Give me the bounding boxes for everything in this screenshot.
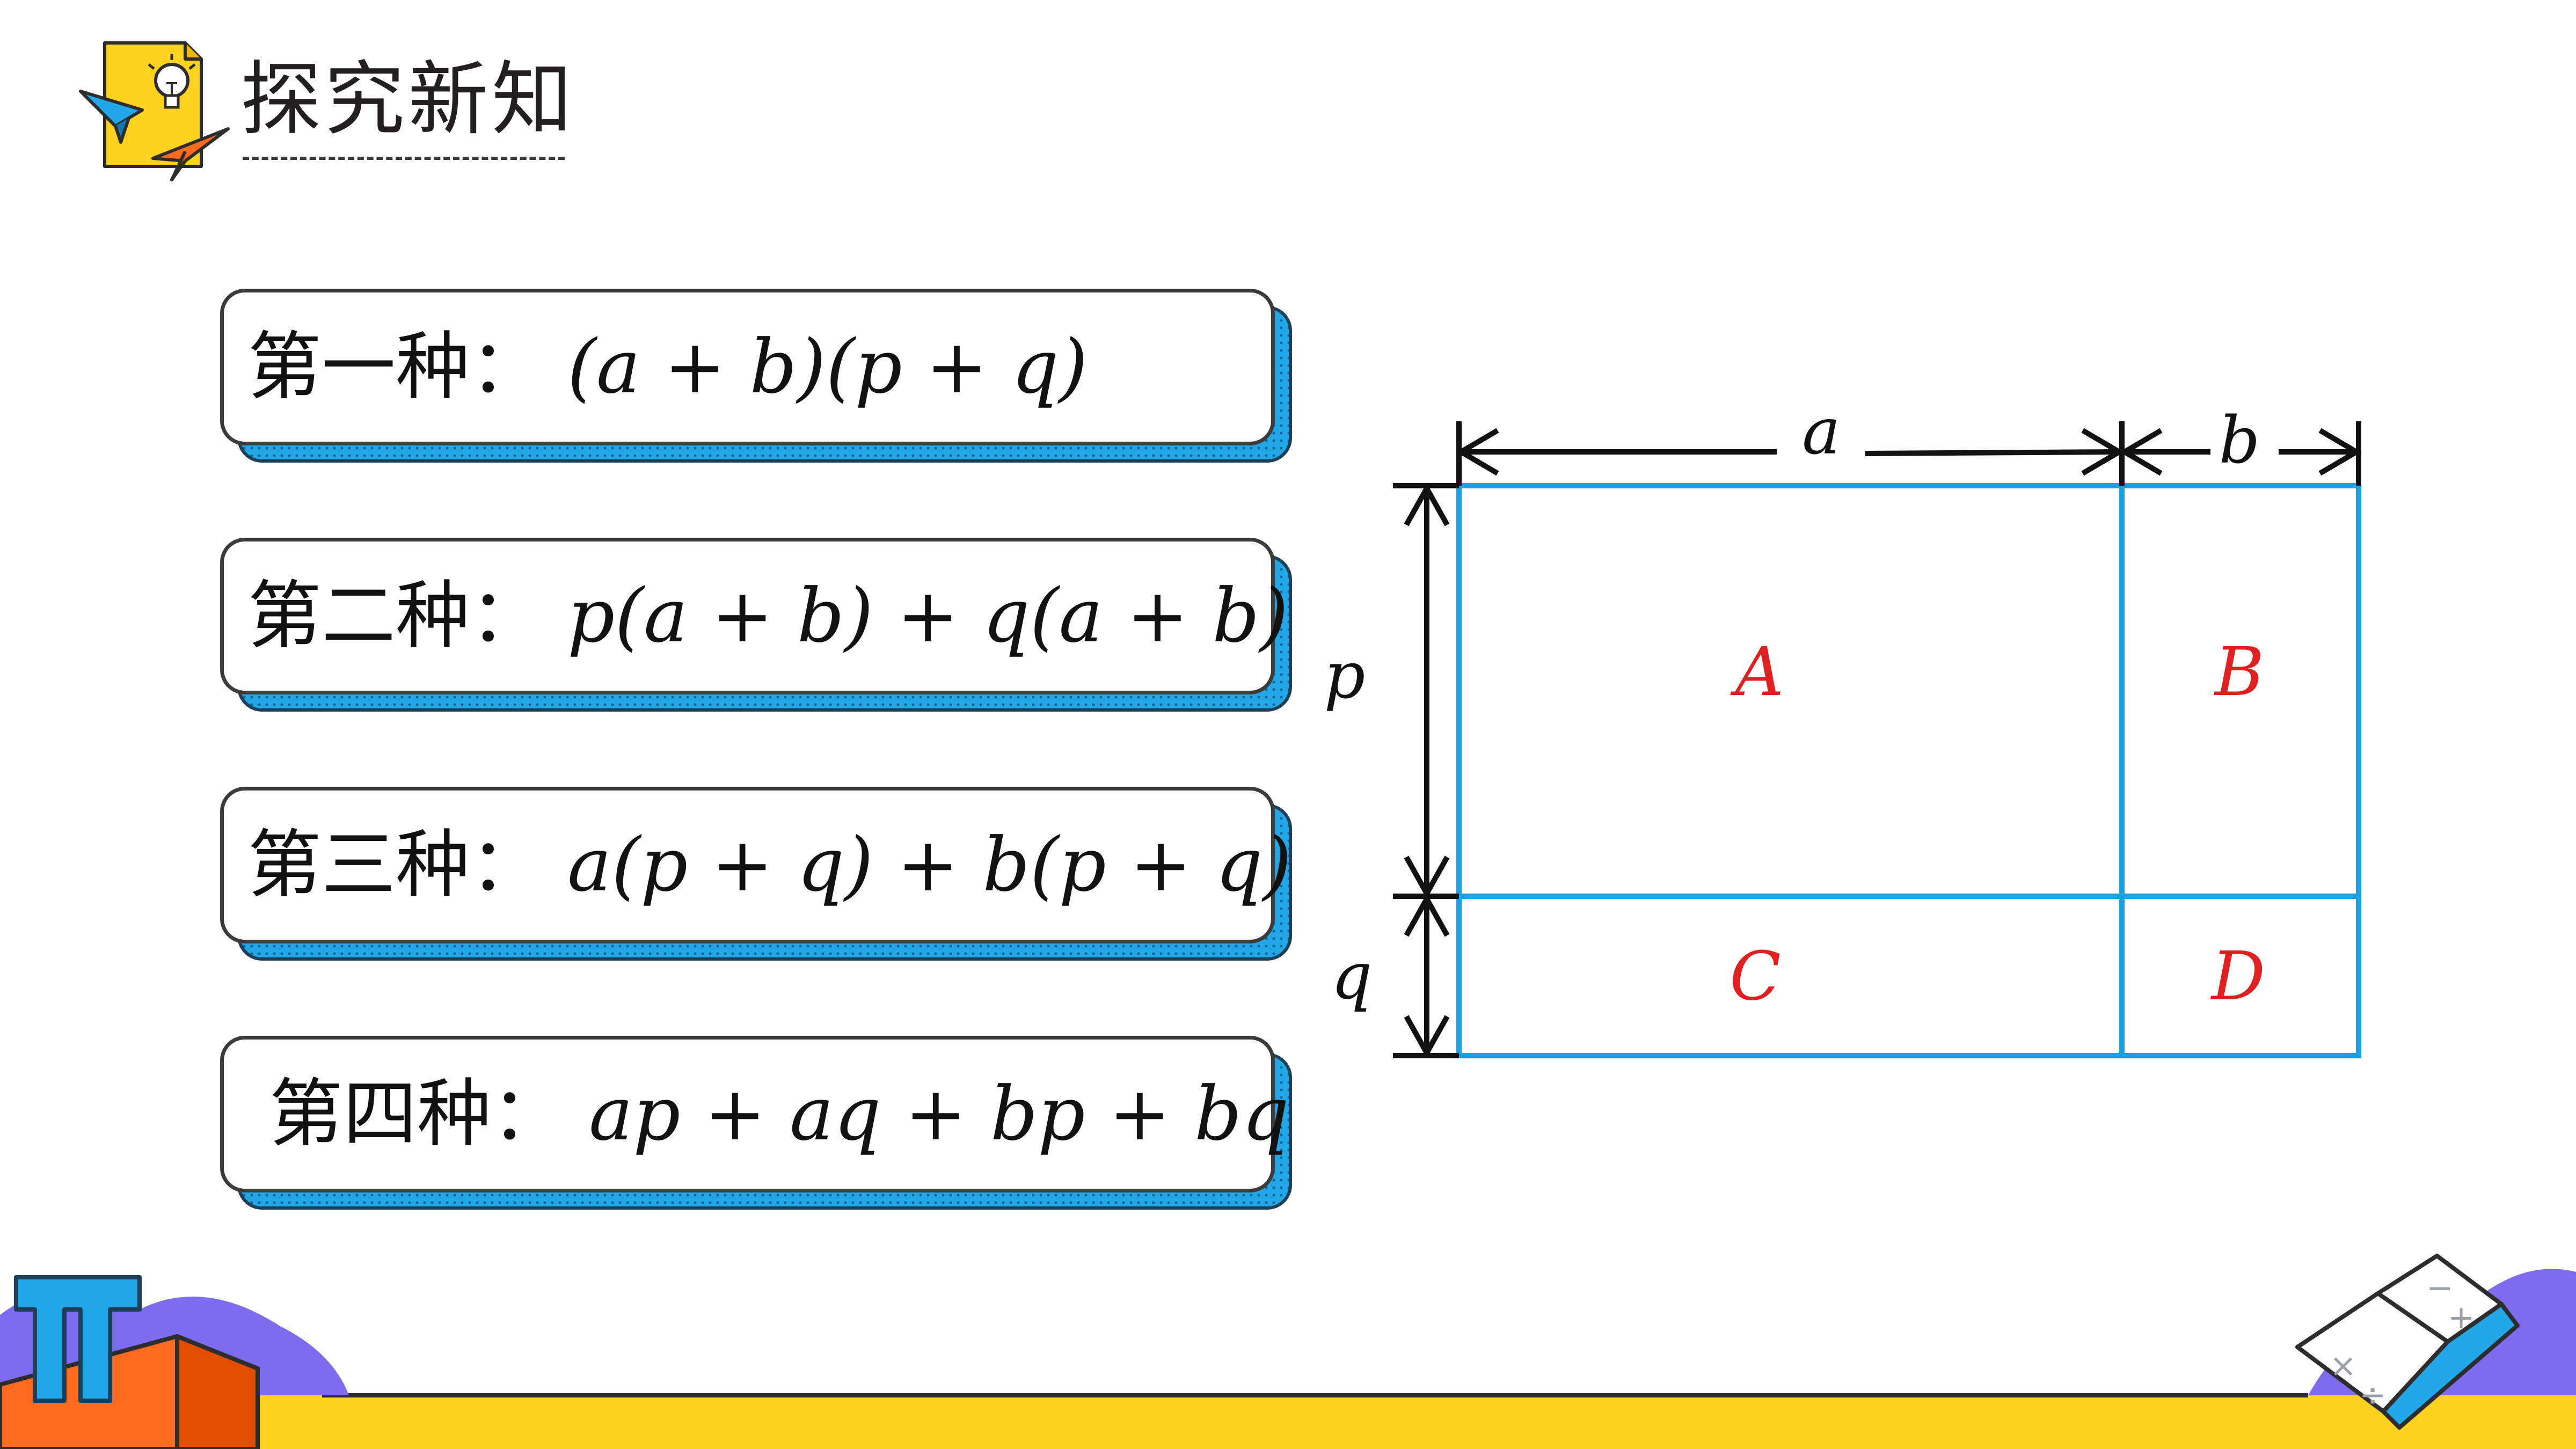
svg-text:−: −	[2426, 1269, 2453, 1307]
pi-symbol-icon	[14, 1275, 142, 1403]
dim-label-p: p	[1324, 639, 1366, 713]
footer-decoration: × ÷ − +	[0, 1254, 2576, 1449]
page-title: 探究新知	[240, 53, 576, 147]
region-frame	[1456, 483, 2361, 1058]
card-label: 第一种：	[247, 324, 544, 410]
formula-card-4: 第四种： ap + aq + bp + bq	[220, 1036, 1292, 1210]
top-dimension	[1456, 421, 2362, 486]
region-label-b: B	[2214, 633, 2264, 711]
region-label-d: D	[2210, 938, 2265, 1015]
dim-label-a: a	[1802, 394, 1841, 469]
title-underline	[243, 157, 565, 160]
card-formula: ap + aq + bp + bq	[589, 1071, 1289, 1157]
card-face: 第三种： a(p + q) + b(p + q)	[220, 787, 1291, 943]
region-label-a: A	[1730, 633, 1784, 711]
svg-text:+: +	[2448, 1299, 2475, 1336]
svg-text:÷: ÷	[2359, 1377, 2386, 1414]
formula-card-1: 第一种： (a + b)(p + q)	[220, 289, 1292, 463]
dim-label-q: q	[1331, 939, 1373, 1014]
formula-card-2: 第二种： p(a + b) + q(a + b)	[220, 538, 1292, 712]
card-label: 第二种：	[247, 573, 544, 659]
card-face: 第四种： ap + aq + bp + bq	[220, 1036, 1289, 1192]
card-face: 第一种： (a + b)(p + q)	[220, 289, 1275, 445]
region-label-c: C	[1730, 938, 1781, 1015]
side-dimension	[1393, 482, 1459, 1059]
card-face: 第二种： p(a + b) + q(a + b)	[220, 538, 1288, 694]
card-formula: (a + b)(p + q)	[567, 324, 1088, 410]
card-formula: p(a + b) + q(a + b)	[567, 573, 1289, 659]
idea-document-icon	[79, 41, 230, 181]
card-formula: a(p + q) + b(p + q)	[567, 822, 1292, 908]
open-book-icon: × ÷ − +	[2295, 1254, 2520, 1430]
card-label: 第四种：	[269, 1071, 566, 1157]
paper-plane-icon	[79, 90, 144, 144]
svg-text:×: ×	[2330, 1347, 2356, 1385]
dim-label-b: b	[2219, 404, 2260, 478]
formula-card-3: 第三种： a(p + q) + b(p + q)	[220, 787, 1292, 961]
card-label: 第三种：	[247, 822, 544, 908]
